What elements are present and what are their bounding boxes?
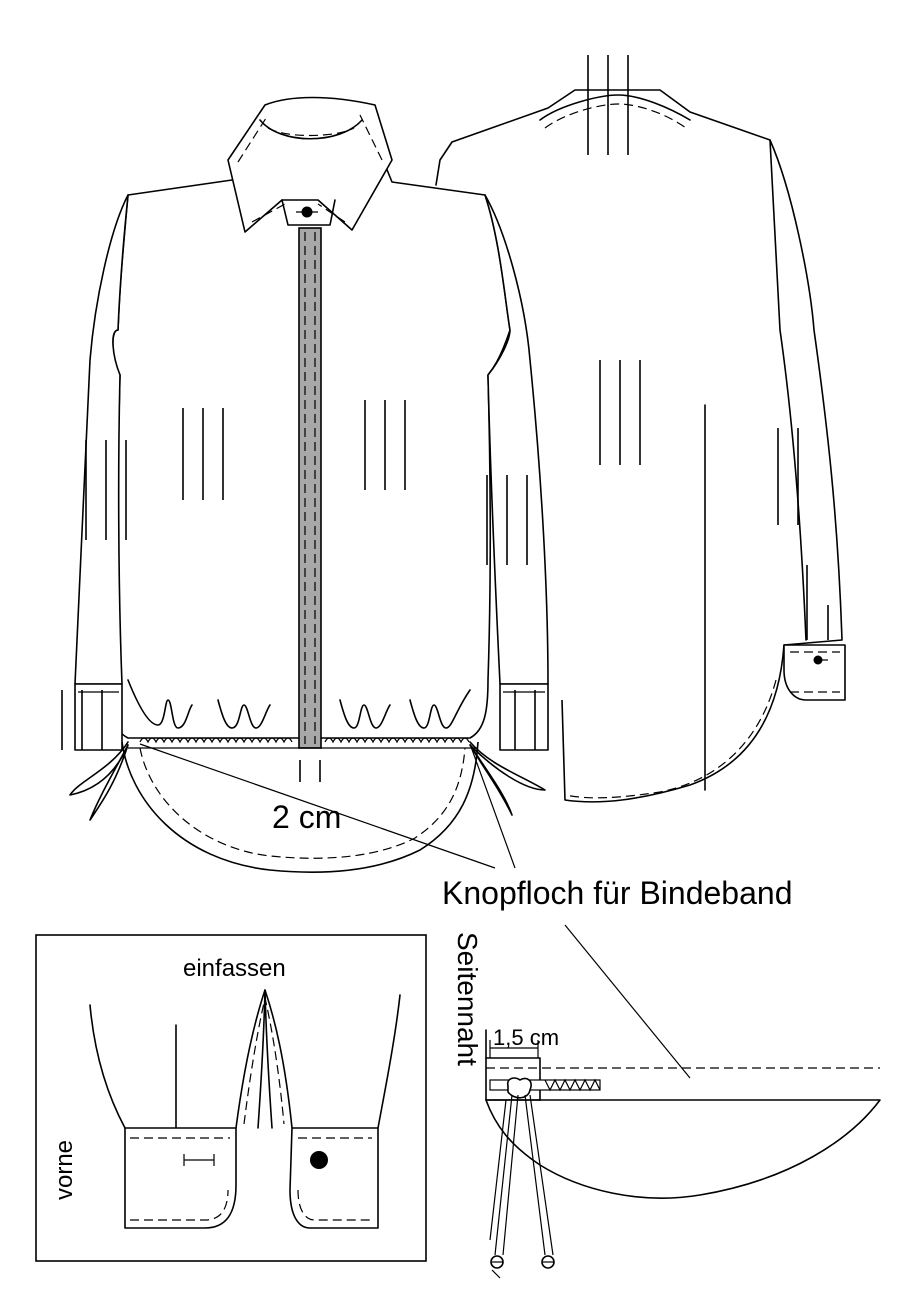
back-cuff xyxy=(783,644,846,701)
side-seam-detail: Seitennaht 1,5 cm xyxy=(452,924,881,1279)
label-side-seam: Seitennaht xyxy=(452,932,483,1066)
label-two-cm: 2 cm xyxy=(272,799,341,835)
cuff-left xyxy=(124,1127,237,1229)
front-hem-curve xyxy=(121,741,479,874)
tie-strand-left xyxy=(489,1094,519,1256)
front-placket xyxy=(298,227,322,749)
front-tie-right xyxy=(469,741,546,816)
front-view xyxy=(61,96,549,874)
cuff-detail-frame xyxy=(35,934,427,1262)
label-buttonhole-tie: Knopfloch für Bindeband xyxy=(442,875,792,911)
leader-line-right xyxy=(469,743,516,869)
tie-strand-right xyxy=(524,1094,554,1256)
side-hem-curve xyxy=(485,1099,881,1199)
back-view xyxy=(435,55,846,803)
tie-knot xyxy=(506,1077,532,1099)
label-one-five-cm: 1,5 cm xyxy=(493,1025,559,1050)
back-collar-stitch xyxy=(544,103,687,129)
back-collar xyxy=(539,94,691,121)
back-grainlines xyxy=(587,55,829,640)
cuff-button-icon xyxy=(310,1151,328,1169)
front-gathers-right xyxy=(339,689,471,729)
buttonhole-zigzag xyxy=(544,1078,601,1092)
buttonhole-casing xyxy=(489,1079,601,1091)
front-gathers-left xyxy=(127,679,271,729)
cuff-detail: einfassen vorne xyxy=(35,934,427,1262)
front-hem-stitch xyxy=(139,747,466,859)
label-bind: einfassen xyxy=(183,955,286,982)
front-grainlines xyxy=(61,400,536,782)
back-hem-stitch xyxy=(564,679,777,799)
front-right-sleeve xyxy=(484,194,549,685)
side-seam-leader xyxy=(564,924,691,1079)
front-tie-left xyxy=(69,741,129,821)
cuff-right xyxy=(289,1127,379,1229)
back-body-outline xyxy=(451,89,843,803)
ruched-band xyxy=(139,737,470,744)
front-collar xyxy=(227,96,393,233)
front-left-sleeve xyxy=(74,194,129,685)
leader-line-left xyxy=(139,743,496,869)
label-front: vorne xyxy=(51,1140,78,1200)
cuff-buttonhole-icon xyxy=(183,1154,215,1166)
front-right-cuff xyxy=(499,683,549,751)
